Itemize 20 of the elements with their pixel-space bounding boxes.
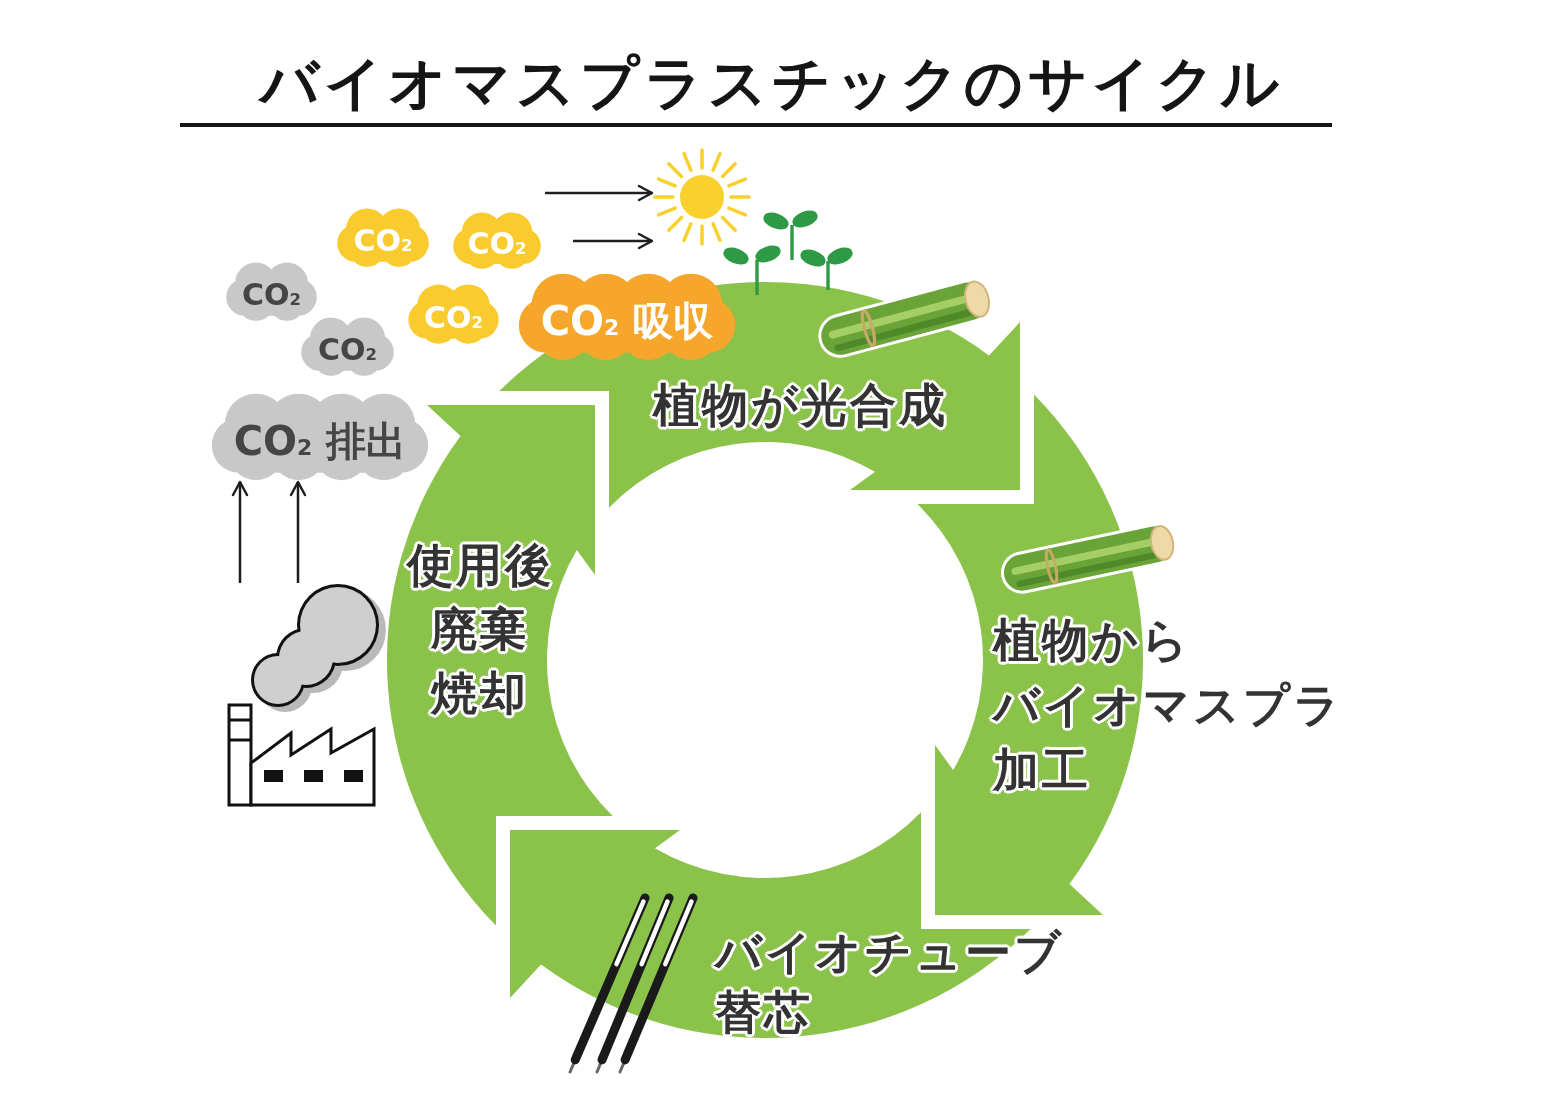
- stage-label: 植物から: [993, 614, 1191, 666]
- arrow: [573, 232, 654, 250]
- title: バイオマスプラスチックのサイクル: [260, 50, 1284, 117]
- arrow: [289, 480, 307, 583]
- stage-label: 植物が光合成: [652, 379, 948, 431]
- stage-label: 廃棄: [431, 603, 529, 655]
- arrow: [231, 480, 249, 583]
- stage-label: バイオチューブ: [715, 926, 1064, 978]
- sun-icon: [652, 147, 752, 247]
- cloud: [225, 260, 318, 322]
- cloud: [336, 206, 430, 268]
- stage-label: 加工: [993, 744, 1091, 796]
- stage-label: 替芯: [715, 986, 813, 1038]
- cloud: [407, 282, 500, 345]
- cloud: [452, 210, 542, 270]
- stage-label: バイオマスプラ: [993, 679, 1343, 731]
- stage-label: 焼却: [431, 667, 529, 719]
- cloud: [300, 315, 395, 377]
- arrow: [545, 184, 654, 202]
- stage-label: 使用後: [406, 539, 554, 591]
